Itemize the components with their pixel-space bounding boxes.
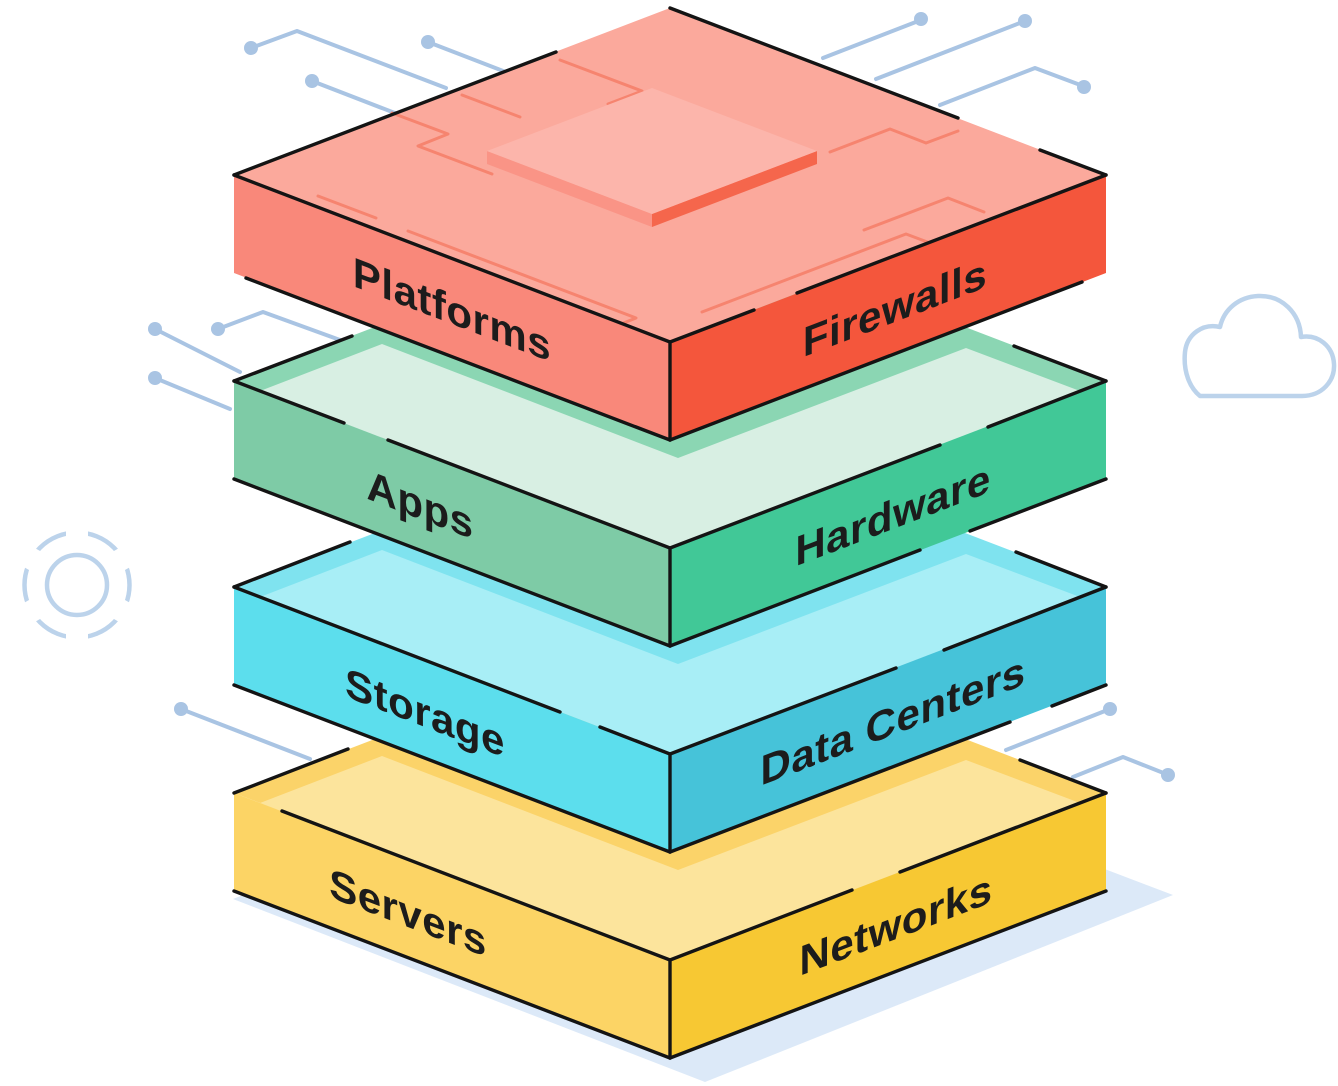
stub-dot <box>148 371 162 385</box>
platforms-edges <box>232 6 1108 442</box>
circuit-stub <box>153 327 242 374</box>
cloud-icon <box>1182 293 1337 399</box>
firewalls-right-face <box>670 175 1106 440</box>
apps-edges <box>232 334 1108 648</box>
hardware-right-face <box>670 381 1106 646</box>
circuit-stub <box>249 29 448 90</box>
circuit-trace <box>390 111 494 176</box>
apps-top-inner <box>260 344 1080 548</box>
stub-dot <box>305 74 319 88</box>
circuit-trace <box>828 127 960 154</box>
chip-top-face <box>487 88 817 214</box>
stub-dot <box>211 322 225 336</box>
circuit-stub-dots <box>148 12 1175 782</box>
chip-left-face <box>487 151 652 227</box>
circuit-trace <box>316 194 378 220</box>
stub-dot <box>914 12 928 26</box>
apps-left-face <box>234 381 670 646</box>
circuit-stub <box>1004 707 1112 752</box>
stub-dot <box>1161 768 1175 782</box>
circuit-trace <box>460 93 522 119</box>
circuit-stub <box>821 18 923 60</box>
circuit-stub <box>216 310 342 342</box>
platforms-left-face <box>234 175 670 440</box>
storage-edges <box>232 540 1108 854</box>
stub-dot <box>421 35 435 49</box>
circuit-stub <box>938 66 1085 107</box>
storage-left-face <box>234 587 670 852</box>
datacenters-right-face <box>670 587 1106 852</box>
stub-dot <box>1077 80 1091 94</box>
chip-right-face <box>652 151 817 227</box>
stub-dot <box>174 702 188 716</box>
circuit-trace <box>862 196 986 232</box>
circuit-stub <box>1071 755 1168 779</box>
stub-dot <box>1018 14 1032 28</box>
gear-hole <box>44 552 110 618</box>
storage-top-inner <box>260 550 1080 754</box>
stub-dot <box>1103 702 1117 716</box>
stub-dot <box>148 322 162 336</box>
chip <box>487 88 817 227</box>
servers-edges <box>232 747 1108 1060</box>
servers-top-inner <box>260 756 1080 960</box>
circuit-stub <box>179 707 312 761</box>
networks-right-face <box>670 793 1106 1058</box>
stub-dot <box>244 41 258 55</box>
circuit-stub <box>874 19 1027 81</box>
gear-icon <box>11 511 143 659</box>
servers-left-face <box>234 793 670 1058</box>
circuit-stub <box>153 376 232 411</box>
gear-tooth-cutouts <box>11 511 143 659</box>
